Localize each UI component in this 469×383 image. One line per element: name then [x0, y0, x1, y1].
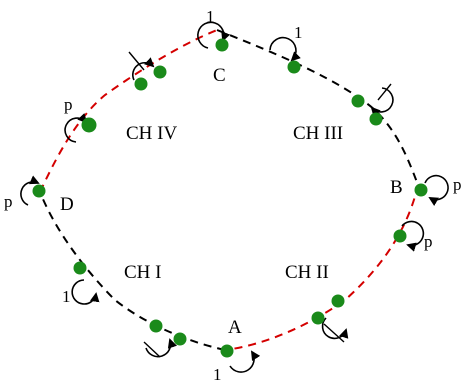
segment-b-to-a: [224, 184, 419, 351]
curved-arrow-icon: [64, 113, 88, 143]
node-b: [414, 183, 428, 197]
segment-d-to-c: [39, 29, 218, 193]
node-c-left: [215, 38, 229, 52]
node-ch4-top-b: [134, 77, 148, 91]
loop-crosses: [128, 51, 392, 358]
crossed-curved-arrow-icon: [128, 51, 145, 71]
node-ch2-right: [393, 229, 407, 243]
loop-label-p-b: p: [453, 175, 462, 194]
loop-label-one-a: 1: [213, 365, 222, 383]
vertex-label-c: C: [213, 65, 226, 86]
curved-arrow-icon: [20, 175, 40, 206]
curved-arrow-icon: [71, 279, 100, 305]
node-ch2-bottom-a: [331, 294, 345, 308]
curved-arrow-icon: [229, 350, 261, 373]
vertex-label-a: A: [228, 317, 242, 338]
region-label-ch4: CH IV: [126, 123, 177, 144]
vertex-label-d: D: [60, 194, 74, 215]
node-ch2-bottom-b: [311, 311, 325, 325]
crossed-curved-arrow-icon: [377, 83, 392, 101]
curved-arrow-icon: [370, 87, 394, 117]
region-label-ch1: CH I: [124, 262, 161, 283]
curved-arrow-icon: [321, 317, 349, 340]
node-ch3-top-a: [351, 94, 365, 108]
node-ch1-left: [73, 261, 87, 275]
loop-label-one-c: 1: [206, 7, 215, 26]
nodes: [32, 38, 428, 358]
node-ch4-left: [81, 117, 97, 133]
node-c-right: [287, 60, 301, 74]
node-ch1-bottom-b: [173, 332, 187, 346]
node-a: [220, 344, 234, 358]
curved-arrow-icon: [424, 174, 449, 207]
crossed-curved-arrow-icon: [323, 323, 345, 343]
loop-label-p-ch4: p: [64, 95, 73, 114]
node-d: [32, 184, 46, 198]
vertex-label-b: B: [390, 177, 403, 198]
curved-arrow-icon: [269, 36, 301, 62]
crossed-curved-arrow-icon: [143, 341, 161, 358]
curved-arrow-icon: [197, 21, 231, 49]
region-label-ch3: CH III: [293, 123, 343, 144]
loop-label-one-ch1: 1: [62, 287, 71, 306]
loop-label-p-ch2: p: [424, 232, 433, 251]
segment-a-to-d: [39, 191, 226, 351]
cycle-segments: [39, 29, 419, 351]
curved-arrow-icon: [401, 220, 425, 252]
loop-label-one-top-right: 1: [294, 23, 303, 42]
loop-label-p-d: p: [4, 192, 13, 211]
node-ch3-top-b: [369, 112, 383, 126]
node-ch1-bottom-a: [149, 319, 163, 333]
loop-arrows: [20, 21, 449, 373]
curved-arrow-icon: [131, 57, 155, 81]
curved-arrow-icon: [145, 338, 177, 358]
region-label-ch2: CH II: [285, 262, 329, 283]
node-ch4-top-a: [153, 65, 167, 79]
segment-c-to-b: [216, 29, 419, 186]
